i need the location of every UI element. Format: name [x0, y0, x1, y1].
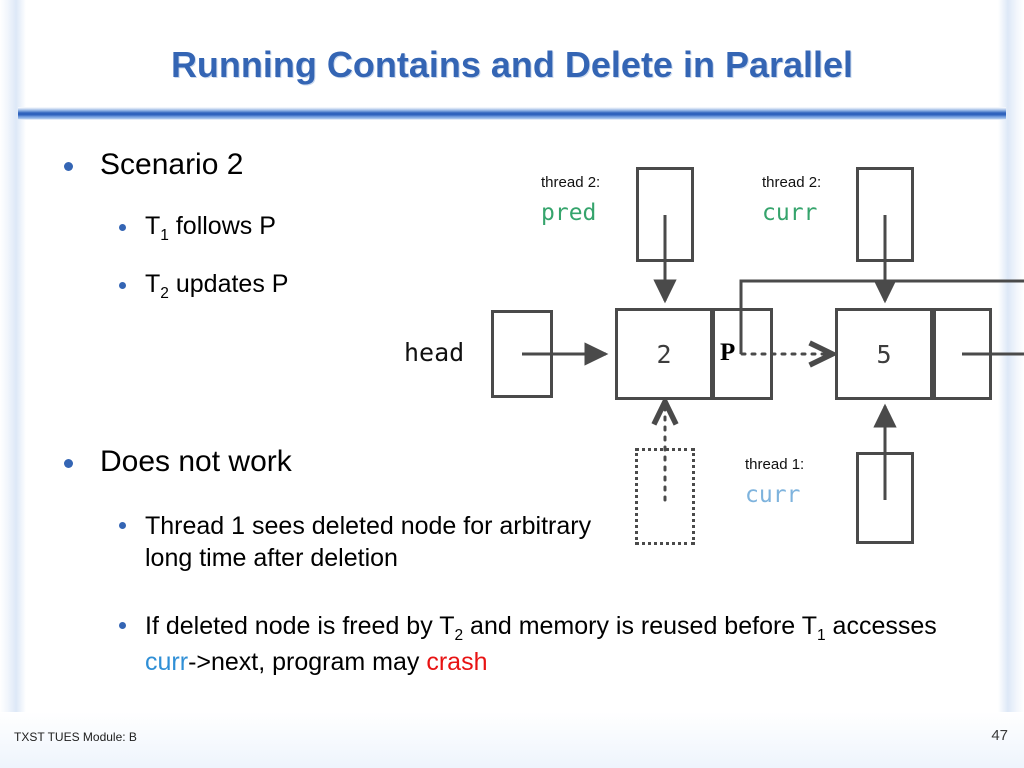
bullet-thread1-sees-deleted-node: Thread 1 sees deleted node for arbitrary… — [119, 510, 645, 574]
bullet-t2-updates-p: T2 updates P — [119, 270, 289, 303]
rich-seg-1: 2 — [454, 627, 464, 644]
bullet-text-post: follows P — [168, 212, 276, 240]
bullet-subscript: 1 — [160, 227, 169, 244]
bullet-scenario-2: Scenario 2 — [64, 148, 244, 182]
title-divider-bar — [18, 107, 1006, 120]
thread1-curr-box — [856, 452, 914, 544]
bullet-dot — [64, 162, 73, 171]
thread2-pred-thread-label: thread 2: — [541, 174, 601, 191]
thread1-curr-var-label: curr — [745, 482, 801, 508]
thread2-curr-var-label: curr — [762, 200, 818, 226]
footer-module-label: TXST TUES Module: B — [14, 730, 137, 744]
bullet-t1-follows-p: T1 follows P — [119, 212, 276, 245]
thread1-curr-thread-label: thread 1: — [745, 456, 805, 473]
thread2-pred-box — [636, 167, 694, 262]
bullet-does-not-work: Does not work — [64, 445, 292, 479]
footer-page-number: 47 — [991, 727, 1008, 744]
thread2-curr-box — [856, 167, 914, 262]
bullet-freed-memory-crash: If deleted node is freed by T2 and memor… — [119, 610, 945, 678]
thread2-curr-thread-label: thread 2: — [762, 174, 822, 191]
slide-bottom-gradient — [0, 712, 1024, 768]
bullet-text-post: updates P — [168, 270, 289, 298]
rich-seg-6: ->next, program may — [188, 647, 427, 676]
bullet-dot — [119, 224, 126, 231]
node-5-pointer-cell — [933, 308, 992, 400]
thread2-pred-var-label: pred — [541, 200, 597, 226]
node-5-value: 5 — [876, 340, 892, 369]
node-2-value-cell — [615, 308, 713, 400]
bullet-rich-text: If deleted node is freed by T2 and memor… — [145, 612, 937, 676]
bullet-subscript: 2 — [160, 285, 169, 302]
rich-seg-3: 1 — [816, 627, 826, 644]
deleted-node-box — [635, 448, 695, 545]
head-node-box — [491, 310, 553, 398]
head-label: head — [404, 338, 465, 367]
slide-title: Running Contains and Delete in Parallel — [170, 44, 854, 85]
rich-seg-crash: crash — [426, 647, 488, 676]
bullet-text-pre: T — [145, 270, 161, 298]
rich-seg-2: and memory is reused before T — [463, 612, 817, 640]
bullet-text-pre: T — [145, 212, 161, 240]
node-2-value: 2 — [656, 340, 672, 369]
bullet-text: Does not work — [100, 445, 292, 478]
rich-seg-0: If deleted node is freed by T — [145, 612, 455, 640]
bullet-dot — [119, 622, 126, 629]
bullet-text: Thread 1 sees deleted node for arbitrary… — [145, 512, 592, 572]
rich-seg-curr: curr — [145, 647, 189, 676]
bullet-dot — [119, 522, 126, 529]
node-2-pointer-mark: P — [720, 339, 736, 366]
bullet-text: Scenario 2 — [100, 148, 244, 181]
rich-seg-4: accesses — [825, 612, 937, 640]
bullet-dot — [64, 459, 73, 468]
bullet-dot — [119, 282, 126, 289]
